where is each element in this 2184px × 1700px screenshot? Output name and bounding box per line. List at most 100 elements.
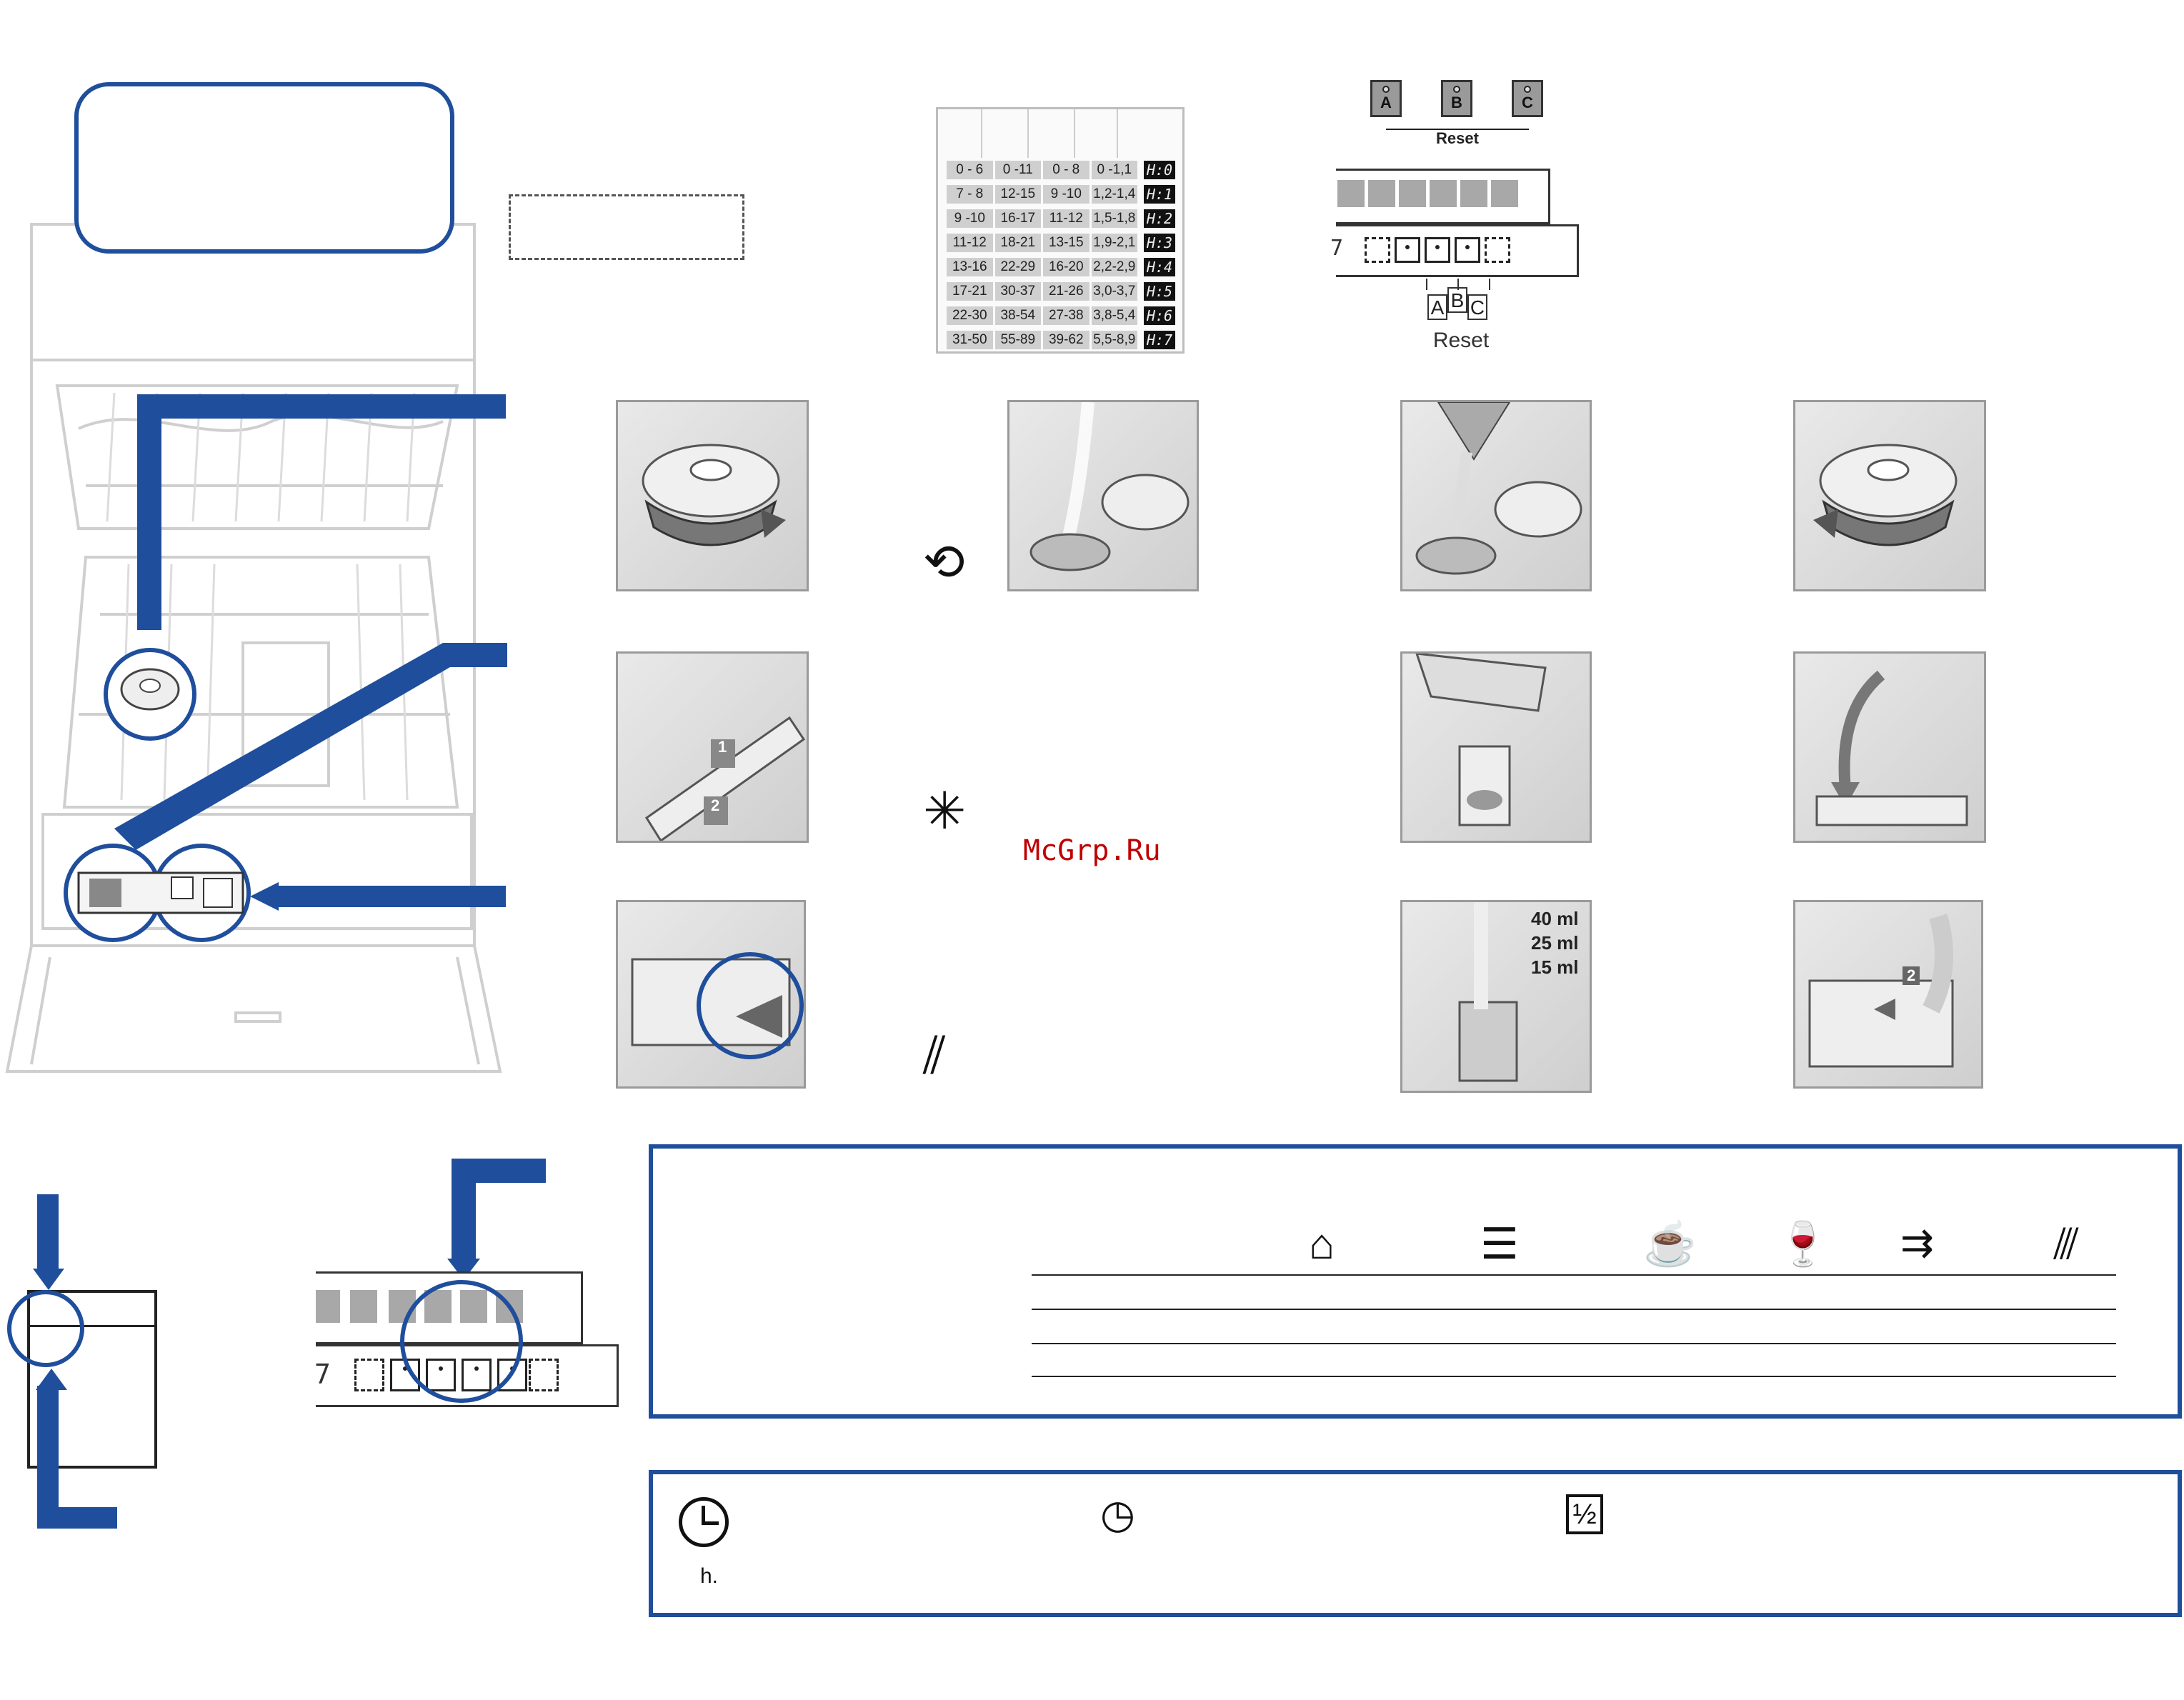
- pot-icon: ⌂: [1309, 1220, 1335, 1268]
- pointer-detergent-horizontal: [271, 886, 506, 907]
- panel-btn-2[interactable]: [1395, 237, 1420, 263]
- water-table-cell: 0 - 8: [1043, 161, 1089, 179]
- water-table-cell: 18-21: [994, 234, 1041, 252]
- pointer-detergent-arrow: [250, 882, 279, 911]
- key-c[interactable]: C: [1512, 80, 1543, 117]
- abc-label-a: A: [1427, 294, 1447, 320]
- key-a[interactable]: A: [1370, 80, 1402, 117]
- options-box: [649, 1470, 2182, 1617]
- water-table-cell: 27-38: [1043, 306, 1089, 325]
- pointer-panel-vertical: [452, 1159, 476, 1264]
- timer-unit: h.: [700, 1564, 719, 1588]
- program-table-line-3: [1032, 1343, 2116, 1344]
- bottom-panel-btn-1[interactable]: [354, 1359, 384, 1391]
- hardness-code: H:7: [1144, 331, 1175, 349]
- reset-label-top: Reset: [1436, 129, 1479, 147]
- water-table-cell: 11-12: [1043, 209, 1089, 228]
- water-table-cell: 2,2-2,9: [1091, 258, 1137, 276]
- photo-close-rinse-aid: [1793, 651, 1986, 843]
- photo-close-salt-cap: [1793, 400, 1986, 591]
- water-table-cell: 5,5-8,9: [1091, 331, 1137, 349]
- water-table-cell: 17-21: [947, 282, 993, 301]
- water-table-cell: 0 -1,1: [1091, 161, 1137, 179]
- water-table-cell: 1,2-1,4: [1091, 185, 1137, 204]
- detergent-spray-icon: ⫽: [923, 1027, 947, 1084]
- water-table-cell: 1,5-1,8: [1091, 209, 1137, 228]
- half-load-icon[interactable]: ½: [1566, 1494, 1603, 1534]
- panel-digit-top: 7: [1330, 236, 1344, 261]
- water-table-cell: 7 - 8: [947, 185, 993, 204]
- water-table-cell: 0 -11: [994, 161, 1041, 179]
- pointer-salt-vertical: [137, 394, 161, 630]
- photo-fill-salt: [1400, 400, 1592, 591]
- water-table-cell: 13-16: [947, 258, 993, 276]
- water-table-cell: 22-29: [994, 258, 1041, 276]
- program-table-line-1: [1032, 1274, 2116, 1276]
- abc-label-c: C: [1467, 294, 1487, 320]
- quick-wash-icon: ⇉: [1900, 1220, 1934, 1265]
- watermark: McGrp.Ru: [1023, 834, 1161, 867]
- hardness-code: H:1: [1144, 185, 1175, 204]
- step-two-badge-detergent: 2: [1903, 966, 1920, 985]
- photo-open-salt-cap: [616, 400, 809, 591]
- step-two-badge: 2: [711, 796, 720, 814]
- hardness-code: H:4: [1144, 258, 1175, 276]
- pointer-rinse-diagonal: [114, 643, 507, 850]
- pre-rinse-icon: ⫻: [2053, 1220, 2079, 1268]
- water-table-cell: 9 -10: [1043, 185, 1089, 204]
- delay-timer-icon[interactable]: ◷: [1100, 1491, 1135, 1536]
- panel-btn-1[interactable]: [1365, 237, 1390, 263]
- water-table-cell: 16-20: [1043, 258, 1089, 276]
- water-table-cell: 31-50: [947, 331, 993, 349]
- panel-btn-4[interactable]: [1455, 237, 1480, 263]
- photo-fill-water: [1007, 400, 1199, 591]
- water-table-cell: 3,0-3,7: [1091, 282, 1137, 301]
- key-b[interactable]: B: [1441, 80, 1472, 117]
- hardness-code: H:2: [1144, 209, 1175, 228]
- bottom-panel-btn-6[interactable]: [529, 1359, 559, 1391]
- pointer-bottom-vertical: [37, 1386, 59, 1529]
- hardness-code: H:0: [1144, 161, 1175, 179]
- photo-open-rinse-aid: 1 2: [616, 651, 809, 843]
- clock-icon[interactable]: [679, 1497, 729, 1547]
- water-table-cell: 22-30: [947, 306, 993, 325]
- hardness-code: H:6: [1144, 306, 1175, 325]
- measure-15: 15 ml: [1531, 956, 1579, 978]
- pointer-bottom-horizontal: [37, 1507, 117, 1529]
- water-table-cell: 30-37: [994, 282, 1041, 301]
- wine-glass-icon: 🍷: [1776, 1220, 1830, 1268]
- hardness-code: H:5: [1144, 282, 1175, 301]
- measure-25: 25 ml: [1531, 932, 1579, 954]
- hardness-code: H:3: [1144, 234, 1175, 252]
- water-table-cell: 21-26: [1043, 282, 1089, 301]
- plates-icon: ☰: [1480, 1220, 1519, 1268]
- panel-callout-circle: [400, 1280, 523, 1403]
- water-table-cell: 55-89: [994, 331, 1041, 349]
- water-table-cell: 1,9-2,1: [1091, 234, 1137, 252]
- reset-label-bottom: Reset: [1432, 329, 1490, 352]
- photo-measure-detergent: 40 ml 25 ml 15 ml: [1400, 900, 1592, 1093]
- photo-pour-rinse-aid: [1400, 651, 1592, 843]
- cup-saucer-icon: ☕: [1643, 1220, 1697, 1268]
- water-table-cell: 16-17: [994, 209, 1041, 228]
- table-header-lines: [981, 109, 982, 158]
- panel-digit-bottom: 7: [314, 1359, 331, 1390]
- water-table-cell: 3,8-5,4: [1091, 306, 1137, 325]
- panel-btn-5[interactable]: [1485, 237, 1510, 263]
- title-box: [74, 82, 454, 254]
- water-table-cell: 9 -10: [947, 209, 993, 228]
- pointer-salt-horizontal: [137, 394, 506, 419]
- mini-callout-circle: [7, 1290, 84, 1367]
- program-table-line-4: [1032, 1376, 2116, 1377]
- dashed-placeholder: [509, 194, 744, 260]
- abc-label-b: B: [1447, 287, 1467, 313]
- panel-btn-3[interactable]: [1425, 237, 1450, 263]
- rinse-aid-sparkle-icon: ✳: [923, 783, 967, 840]
